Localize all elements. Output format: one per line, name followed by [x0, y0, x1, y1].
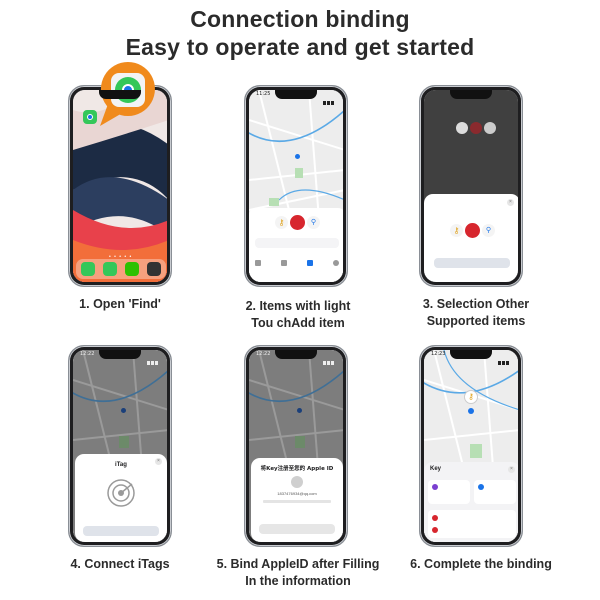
status-indicators [497, 352, 511, 365]
tab-people[interactable] [255, 260, 261, 266]
tab-bar [255, 260, 339, 268]
calculator-icon[interactable] [147, 262, 161, 276]
backpack-icon[interactable] [465, 223, 480, 238]
add-item-screen: × ⚷ ⚲ [424, 90, 518, 282]
appleid-description [263, 500, 331, 503]
status-indicators [146, 352, 160, 365]
bicycle-icon [484, 122, 496, 134]
close-icon[interactable]: × [508, 466, 515, 473]
connect-itag-screen: 12:22 × iTag [73, 350, 167, 542]
detail-title: Key [430, 466, 442, 472]
bicycle-icon[interactable]: ⚲ [482, 224, 495, 237]
phone-step-3: × ⚷ ⚲ [419, 85, 523, 287]
backpack-icon[interactable] [290, 215, 305, 230]
phone-step-4: 12:22 × iTag [68, 345, 172, 547]
phone-icon[interactable] [81, 262, 95, 276]
notify-icon [432, 515, 438, 521]
play-sound-tile[interactable] [428, 480, 470, 504]
phone-step-2: 11:25 ⚷ ⚲ [244, 85, 348, 287]
status-time: 12:22 [80, 351, 95, 357]
play-sound-icon [432, 484, 438, 490]
appleid-title: 将Key注册至您的 Apple ID [260, 466, 334, 472]
location-pin-icon [121, 408, 126, 413]
bicycle-icon[interactable]: ⚲ [307, 216, 320, 229]
key-icon[interactable]: ⚷ [275, 216, 288, 229]
key-icon[interactable]: ⚷ [464, 390, 478, 404]
item-detail-screen: ⚷ 12:23 Key × [424, 350, 518, 542]
notch [99, 350, 141, 359]
status-time: 11:25 [256, 91, 271, 97]
caption-step-5: 5. Bind AppleID after Filling In the inf… [216, 557, 380, 588]
notch [275, 350, 317, 359]
caption-step-4: 4. Connect iTags [70, 557, 170, 571]
wechat-icon[interactable] [125, 262, 139, 276]
tab-me[interactable] [333, 260, 339, 266]
lost-mode-row[interactable] [428, 510, 516, 538]
find-map-screen: 11:25 ⚷ ⚲ [249, 90, 343, 282]
bind-appleid-screen: 12:22 将Key注册至您的 Apple ID 1837476934@qq.c… [249, 350, 343, 542]
home-screen: • • • • • [73, 90, 167, 282]
caption-step-1: 1. Open 'Find' [79, 297, 161, 311]
headline-line-2: Easy to operate and get started [125, 34, 475, 60]
phone-step-5: 12:22 将Key注册至您的 Apple ID 1837476934@qq.c… [244, 345, 348, 547]
find-my-small-icon[interactable] [83, 110, 97, 124]
connect-button[interactable] [434, 258, 510, 268]
tab-devices[interactable] [281, 260, 287, 266]
tab-items[interactable] [307, 260, 313, 266]
notch [99, 90, 141, 99]
itag-radar-icon [107, 479, 135, 507]
status-indicators [322, 92, 336, 105]
notch [450, 350, 492, 359]
caption-step-3: 3. Selection Other Supported items [422, 297, 530, 328]
directions-icon [478, 484, 484, 490]
wallpaper [73, 90, 167, 282]
continue-button[interactable] [259, 524, 335, 534]
notch [450, 90, 492, 99]
key-icon [456, 122, 468, 134]
itag-title: iTag [115, 462, 127, 468]
itag-sheet: × iTag [75, 454, 167, 542]
status-time: 12:23 [431, 351, 446, 357]
key-icon[interactable]: ⚷ [450, 224, 463, 237]
appleid-sheet: 将Key注册至您的 Apple ID 1837476934@qq.com [251, 458, 343, 542]
location-pin-icon [295, 154, 300, 159]
page-dots: • • • • • [109, 254, 133, 260]
detail-sheet: Key × [424, 462, 518, 542]
status-indicators [322, 352, 336, 365]
notch [275, 90, 317, 99]
messages-icon[interactable] [103, 262, 117, 276]
close-icon[interactable]: × [507, 199, 514, 206]
add-item-button[interactable] [255, 238, 339, 248]
backpack-icon [470, 122, 482, 134]
phone-step-1: • • • • • [68, 85, 172, 287]
caption-step-6: 6. Complete the binding [410, 557, 552, 571]
phone-step-6: ⚷ 12:23 Key × [419, 345, 523, 547]
location-pin-icon [468, 408, 474, 414]
appleid-email: 1837476934@qq.com [277, 491, 317, 496]
location-pin-icon [297, 408, 302, 413]
close-icon[interactable]: × [155, 458, 162, 465]
caption-step-2: 2. Items with light Tou chAdd item [245, 299, 351, 330]
other-items-sheet: × ⚷ ⚲ [424, 194, 518, 282]
headline-line-1: Connection binding [190, 6, 410, 32]
directions-tile[interactable] [474, 480, 516, 504]
dock [76, 259, 166, 279]
connect-button[interactable] [83, 526, 159, 536]
status-time: 12:22 [256, 351, 271, 357]
lost-mode-icon [432, 527, 438, 533]
items-sheet: ⚷ ⚲ [249, 208, 343, 282]
user-icon [291, 476, 303, 488]
